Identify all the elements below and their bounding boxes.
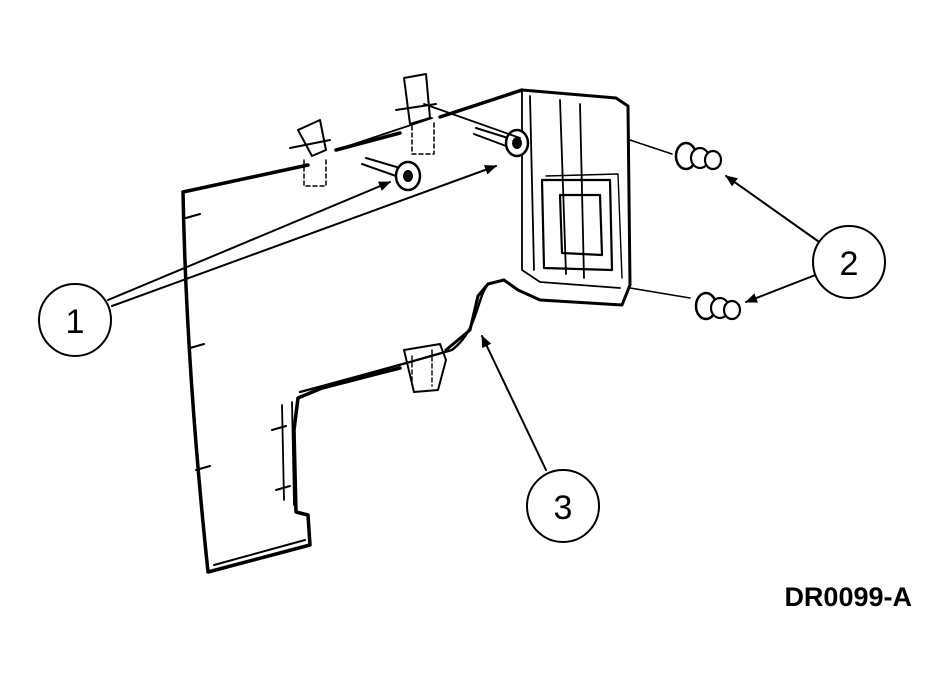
callout-2: 2 bbox=[812, 225, 886, 299]
callout-3: 3 bbox=[526, 469, 600, 543]
push-pin-bottom bbox=[629, 287, 742, 321]
callout-1: 1 bbox=[38, 283, 112, 357]
leader-lines bbox=[107, 165, 823, 471]
callout-2-label: 2 bbox=[840, 245, 859, 283]
wire-clip bbox=[403, 343, 447, 393]
callout-3-label: 3 bbox=[554, 489, 573, 527]
screw-right bbox=[473, 127, 530, 158]
screw-left bbox=[361, 157, 422, 192]
callout-1-label: 1 bbox=[66, 303, 85, 341]
figure-code: DR0099-A bbox=[784, 582, 912, 612]
upper-clip-right bbox=[395, 73, 437, 155]
trim-panel bbox=[181, 88, 632, 574]
upper-clip-left bbox=[289, 119, 331, 187]
push-pin-top bbox=[629, 139, 723, 171]
